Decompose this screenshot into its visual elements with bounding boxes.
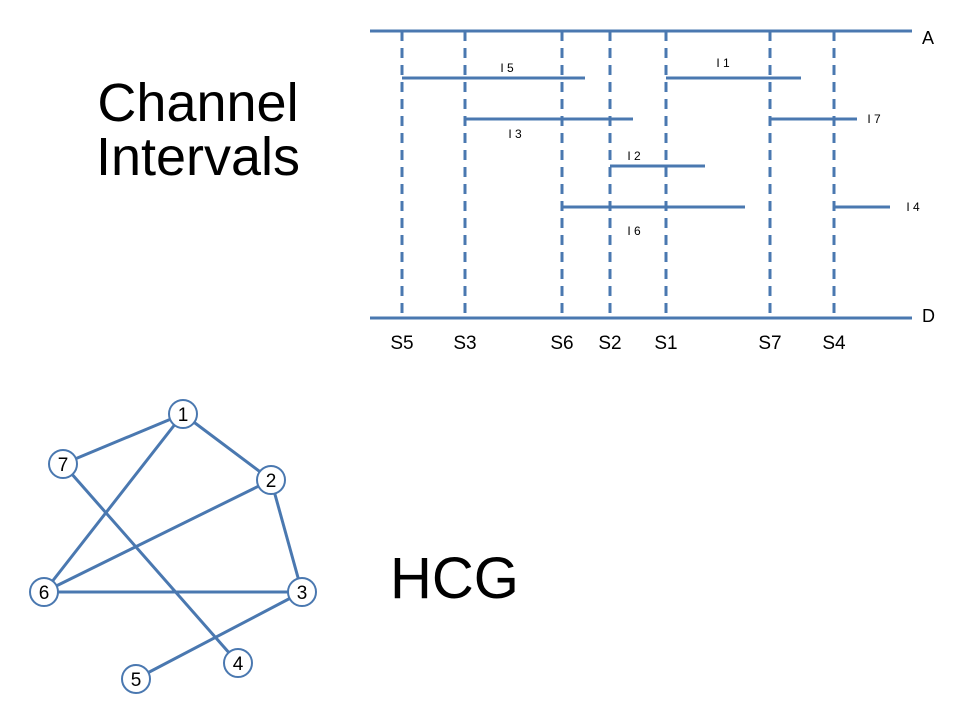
interval-label-i4: I 4 — [906, 200, 920, 214]
channel-bottom-label: D — [922, 306, 935, 326]
hcg-node-label-5: 5 — [131, 670, 142, 691]
hcg-node-label-7: 7 — [58, 455, 69, 476]
channel-title-line2: Intervals — [95, 127, 301, 187]
segment-label-s6: S6 — [550, 333, 573, 354]
interval-label-i3: I 3 — [508, 127, 522, 141]
hcg-edge-3-5 — [135, 590, 303, 681]
hcg-node-4: 4 — [223, 648, 253, 678]
segment-label-s3: S3 — [453, 333, 476, 354]
segment-label-s4: S4 — [822, 333, 846, 354]
hcg-node-2: 2 — [256, 465, 286, 495]
interval-label-i5: I 5 — [500, 61, 514, 75]
segment-label-s7: S7 — [758, 333, 781, 354]
interval-label-i6: I 6 — [627, 224, 641, 238]
hcg-edge-1-2 — [182, 412, 272, 482]
hcg-node-label-6: 6 — [39, 583, 50, 604]
hcg-node-7: 7 — [48, 449, 78, 479]
channel-title-line1: Channel — [97, 73, 299, 133]
hcg-node-5: 5 — [121, 664, 151, 694]
hcg-node-3: 3 — [287, 577, 317, 607]
interval-label-i7: I 7 — [867, 112, 881, 126]
hcg-edge-1-6 — [42, 413, 185, 593]
segment-label-s1: S1 — [654, 333, 677, 354]
segment-label-s5: S5 — [390, 333, 413, 354]
segment-label-s2: S2 — [598, 333, 621, 354]
hcg-edge-7-1 — [62, 412, 184, 466]
hcg-node-label-2: 2 — [266, 471, 277, 492]
hcg-node-1: 1 — [168, 399, 198, 429]
channel-top-label: A — [922, 28, 934, 48]
hcg-node-label-4: 4 — [233, 654, 244, 675]
channel-intervals-title: Channel Intervals — [78, 76, 318, 184]
hcg-node-label-1: 1 — [178, 405, 189, 426]
hcg-node-label-3: 3 — [297, 583, 308, 604]
interval-label-i2: I 2 — [627, 149, 641, 163]
hcg-edge-7-4 — [61, 463, 240, 664]
hcg-edge-2-3 — [269, 479, 304, 593]
interval-label-i1: I 1 — [716, 56, 730, 70]
hcg-edge-2-6 — [43, 478, 272, 594]
hcg-title: HCG — [390, 546, 519, 611]
hcg-node-6: 6 — [29, 577, 59, 607]
